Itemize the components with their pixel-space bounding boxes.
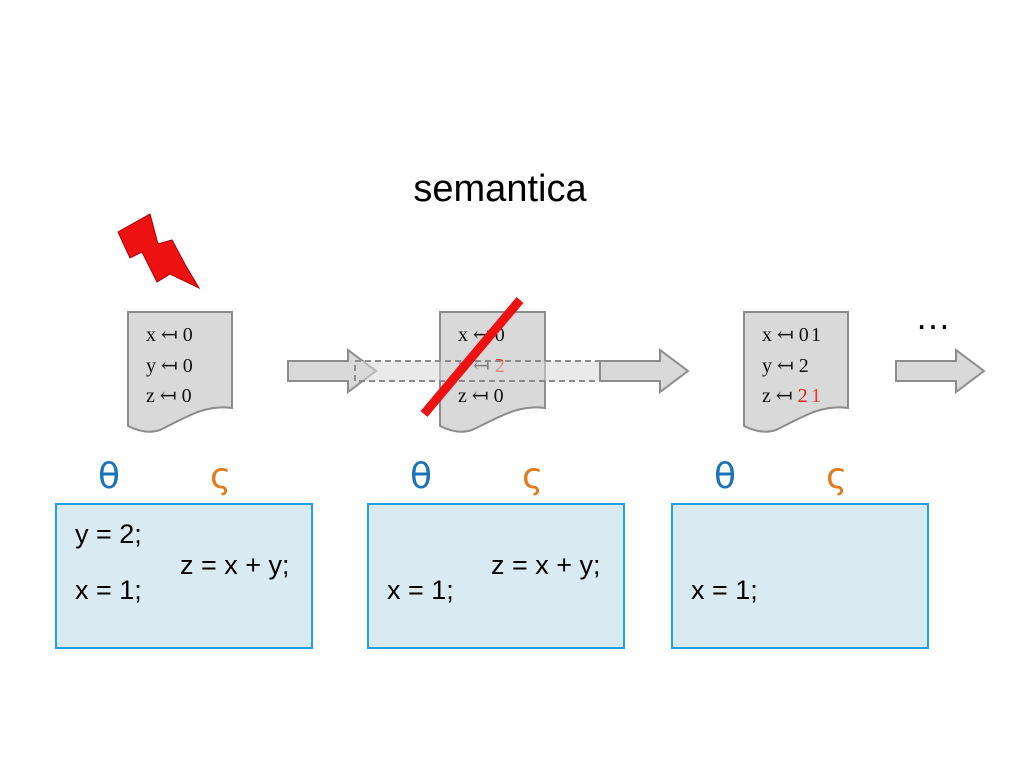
theta-label: θ <box>98 456 121 497</box>
code-statement: z = x + y; <box>491 550 601 580</box>
memory-document-3: x ↤ 0 1 y ↤ 2 z ↤ 2 1 <box>743 311 849 433</box>
mem-row-z: z ↤ 0 <box>146 385 192 407</box>
mem-row-y: y ↤ 2 <box>762 355 809 377</box>
mem-row-z: z ↤ 0 <box>458 385 504 407</box>
mem-row-x: x ↤ 0 <box>146 324 193 346</box>
code-statement: x = 1; <box>75 575 142 605</box>
theta-label: θ <box>714 456 737 497</box>
code-statement: x = 1; <box>691 575 758 605</box>
memory-document-1: x ↤ 0 y ↤ 0 z ↤ 0 <box>127 311 233 433</box>
code-statement: y = 2; <box>75 519 142 549</box>
right-arrow-icon <box>895 348 986 394</box>
mem-row-y: y ↤ 0 <box>146 355 193 377</box>
mem-row-x-overlay: 1 <box>811 324 821 346</box>
lightning-bolt-icon <box>117 213 201 290</box>
sigma-label: ς <box>210 456 232 497</box>
sigma-label: ς <box>826 456 848 497</box>
thread-pool-box-1: y = 2; x = 1; z = x + y; <box>55 503 313 649</box>
dashed-transition-band <box>354 360 606 382</box>
thread-pool-box-3: x = 1; <box>671 503 929 649</box>
mem-row-z-overlay: 1 <box>811 385 821 407</box>
sigma-label: ς <box>522 456 544 497</box>
strike-through-line <box>420 297 524 417</box>
theta-label: θ <box>410 456 433 497</box>
code-statement: x = 1; <box>387 575 454 605</box>
page-title: semantica <box>413 168 587 210</box>
document-icon <box>127 311 233 433</box>
mem-row-z: z ↤ 2 <box>762 385 808 407</box>
continuation-ellipsis: … <box>915 296 952 337</box>
document-icon <box>743 311 849 433</box>
code-statement: z = x + y; <box>180 550 290 580</box>
right-arrow-icon <box>599 348 690 394</box>
thread-pool-box-2: x = 1; z = x + y; <box>367 503 625 649</box>
mem-row-x: x ↤ 0 <box>762 324 809 346</box>
